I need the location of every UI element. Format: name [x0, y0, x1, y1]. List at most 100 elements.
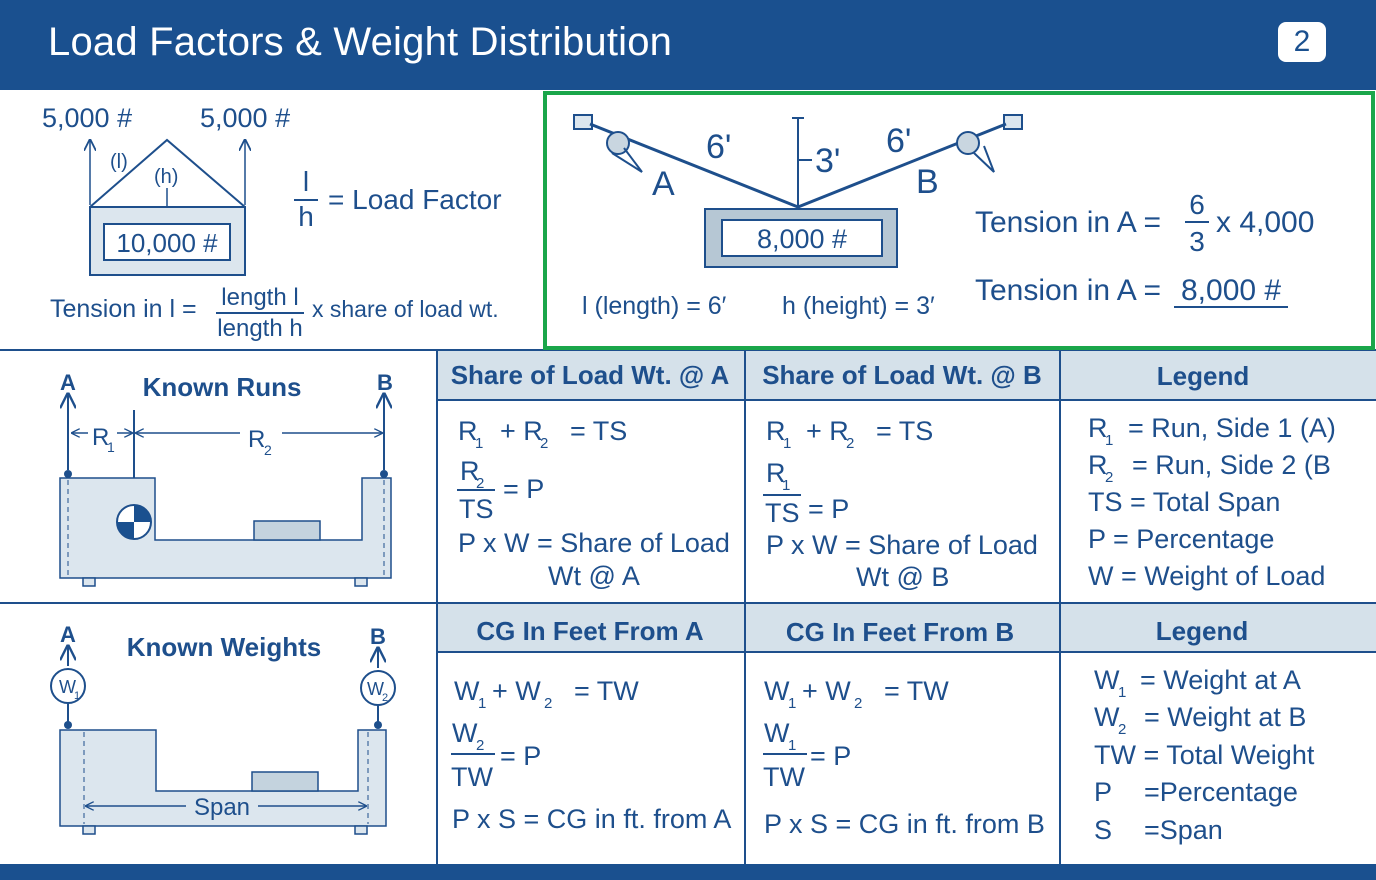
page-title: Load Factors & Weight Distribution: [48, 20, 673, 64]
span-label: Span: [194, 794, 250, 821]
svg-text:W: W: [454, 676, 480, 706]
svg-text:W: W: [1094, 702, 1120, 732]
cg-column-b: CG In Feet From B W 1 + W 2 = TW W 1 TW …: [763, 617, 1045, 839]
svg-text:1: 1: [74, 690, 80, 702]
svg-text:Wt @ A: Wt @ A: [548, 561, 640, 591]
tension-a-multiplier: x 4,000: [1216, 206, 1314, 239]
page-footer-bar: [0, 864, 1376, 880]
legend-weights: Legend W 1 = Weight at A W 2 = Weight at…: [1094, 616, 1315, 845]
svg-text:R: R: [766, 416, 786, 446]
svg-text:S: S: [1094, 815, 1112, 845]
legend-2-header: Legend: [1156, 616, 1248, 646]
load-factor-equals: = Load Factor: [328, 184, 502, 215]
sling-triangle: [89, 138, 246, 208]
height-label: 3': [815, 142, 840, 180]
svg-text:1: 1: [782, 477, 790, 494]
tension-a-prefix-1: Tension in A =: [975, 206, 1161, 239]
svg-text:+ R: + R: [500, 416, 543, 446]
svg-text:= Weight at A: = Weight at A: [1140, 665, 1301, 695]
center-of-gravity-icon: [116, 504, 152, 540]
svg-text:= TW: = TW: [574, 676, 639, 706]
known-runs-title: Known Runs: [143, 372, 302, 402]
tension-formula-suffix: x share of load wt.: [312, 296, 499, 322]
known-weights-a: A: [60, 622, 76, 647]
svg-text:TS: TS: [459, 494, 494, 524]
left-weight-label: 5,000 #: [42, 103, 132, 133]
tension-formula-denominator: length h: [217, 315, 302, 342]
load-box-weight: 10,000 #: [116, 228, 218, 258]
known-runs-diagram: Known Runs A B R 1 R 2: [59, 370, 393, 587]
known-weights-b: B: [370, 624, 386, 649]
svg-text:= P: = P: [808, 494, 849, 524]
svg-text:R: R: [460, 456, 480, 486]
height-h-label: (h): [154, 166, 178, 188]
svg-text:TS = Total Span: TS = Total Span: [1088, 487, 1280, 517]
svg-text:P = Percentage: P = Percentage: [1088, 524, 1274, 554]
svg-text:W: W: [764, 718, 790, 748]
svg-text:W: W: [1094, 665, 1120, 695]
svg-text:=Span: =Span: [1144, 815, 1223, 845]
share-b-header: Share of Load Wt. @ B: [762, 360, 1042, 390]
page-header: Load Factors & Weight Distribution 2: [0, 0, 1376, 90]
svg-text:= P: = P: [810, 741, 851, 771]
svg-text:= Weight at B: = Weight at B: [1144, 702, 1306, 732]
sling-b-length: 6': [886, 122, 911, 160]
r2-label: R: [248, 426, 265, 453]
cg-column-a: CG In Feet From A W 1 + W 2 = TW W 2 TW …: [451, 616, 731, 834]
svg-text:= TW: = TW: [884, 676, 949, 706]
legend-1-header: Legend: [1157, 361, 1249, 391]
r1-label: R: [92, 424, 109, 451]
cg-b-header: CG In Feet From B: [786, 617, 1014, 647]
svg-text:+ W: + W: [802, 676, 851, 706]
svg-text:1: 1: [788, 695, 796, 712]
right-weight-label: 5,000 #: [200, 103, 290, 133]
load-factor-denominator: h: [298, 201, 314, 232]
svg-text:W: W: [764, 676, 790, 706]
svg-text:2: 2: [476, 475, 484, 492]
svg-text:= TS: = TS: [570, 416, 627, 446]
known-weights-title: Known Weights: [127, 632, 322, 662]
known-runs-a: A: [60, 370, 76, 395]
svg-text:R: R: [766, 458, 786, 488]
svg-text:W: W: [59, 677, 76, 697]
svg-text:+ R: + R: [806, 416, 849, 446]
share-of-load-column-a: Share of Load Wt. @ A R 1 + R 2 = TS R 2…: [451, 360, 730, 591]
svg-text:P x S = CG in ft. from B: P x S = CG in ft. from B: [764, 809, 1045, 839]
svg-text:2: 2: [382, 692, 388, 704]
legend-runs: Legend R 1 = Run, Side 1 (A) R 2 = Run, …: [1088, 361, 1336, 591]
svg-text:1: 1: [107, 439, 115, 455]
svg-text:2: 2: [1105, 469, 1113, 486]
svg-text:P x S = CG in ft. from A: P x S = CG in ft. from A: [452, 804, 731, 834]
sling-b-label: B: [916, 163, 939, 201]
weights-load-shape: [59, 729, 387, 827]
svg-text:2: 2: [540, 435, 548, 452]
load-factor-numerator: l: [303, 166, 309, 197]
tension-formula-prefix: Tension in l =: [50, 295, 197, 323]
length-l-label: (l): [110, 151, 128, 173]
svg-text:R: R: [1088, 413, 1108, 443]
svg-text:+ W: + W: [492, 676, 541, 706]
height-note: h (height) = 3′: [782, 292, 935, 320]
svg-text:2: 2: [1118, 721, 1126, 738]
tension-a-denominator: 3: [1189, 226, 1205, 257]
left-anchor: [573, 114, 593, 130]
tension-formula-numerator: length l: [221, 284, 298, 311]
tension-a-result: 8,000 #: [1181, 274, 1281, 307]
svg-text:2: 2: [854, 695, 862, 712]
svg-text:Wt @ B: Wt @ B: [856, 562, 949, 592]
svg-text:= TS: = TS: [876, 416, 933, 446]
svg-text:= Run, Side 2 (B: = Run, Side 2 (B: [1132, 450, 1331, 480]
svg-text:= P: = P: [503, 474, 544, 504]
svg-text:1: 1: [1105, 432, 1113, 449]
svg-text:W: W: [452, 718, 478, 748]
svg-text:= Run, Side 1 (A): = Run, Side 1 (A): [1128, 413, 1336, 443]
tension-a-numerator: 6: [1189, 189, 1205, 220]
share-a-header: Share of Load Wt. @ A: [451, 360, 730, 390]
example-panel: 3' 6' 6' A B 8,000 # l (length) = 6′ h (…: [543, 91, 1375, 350]
svg-text:W = Weight of Load: W = Weight of Load: [1088, 561, 1325, 591]
svg-text:1: 1: [788, 737, 796, 754]
cg-a-header: CG In Feet From A: [476, 616, 703, 646]
svg-text:TW: TW: [451, 762, 493, 792]
svg-text:=Percentage: =Percentage: [1144, 777, 1298, 807]
svg-text:2: 2: [264, 442, 272, 458]
